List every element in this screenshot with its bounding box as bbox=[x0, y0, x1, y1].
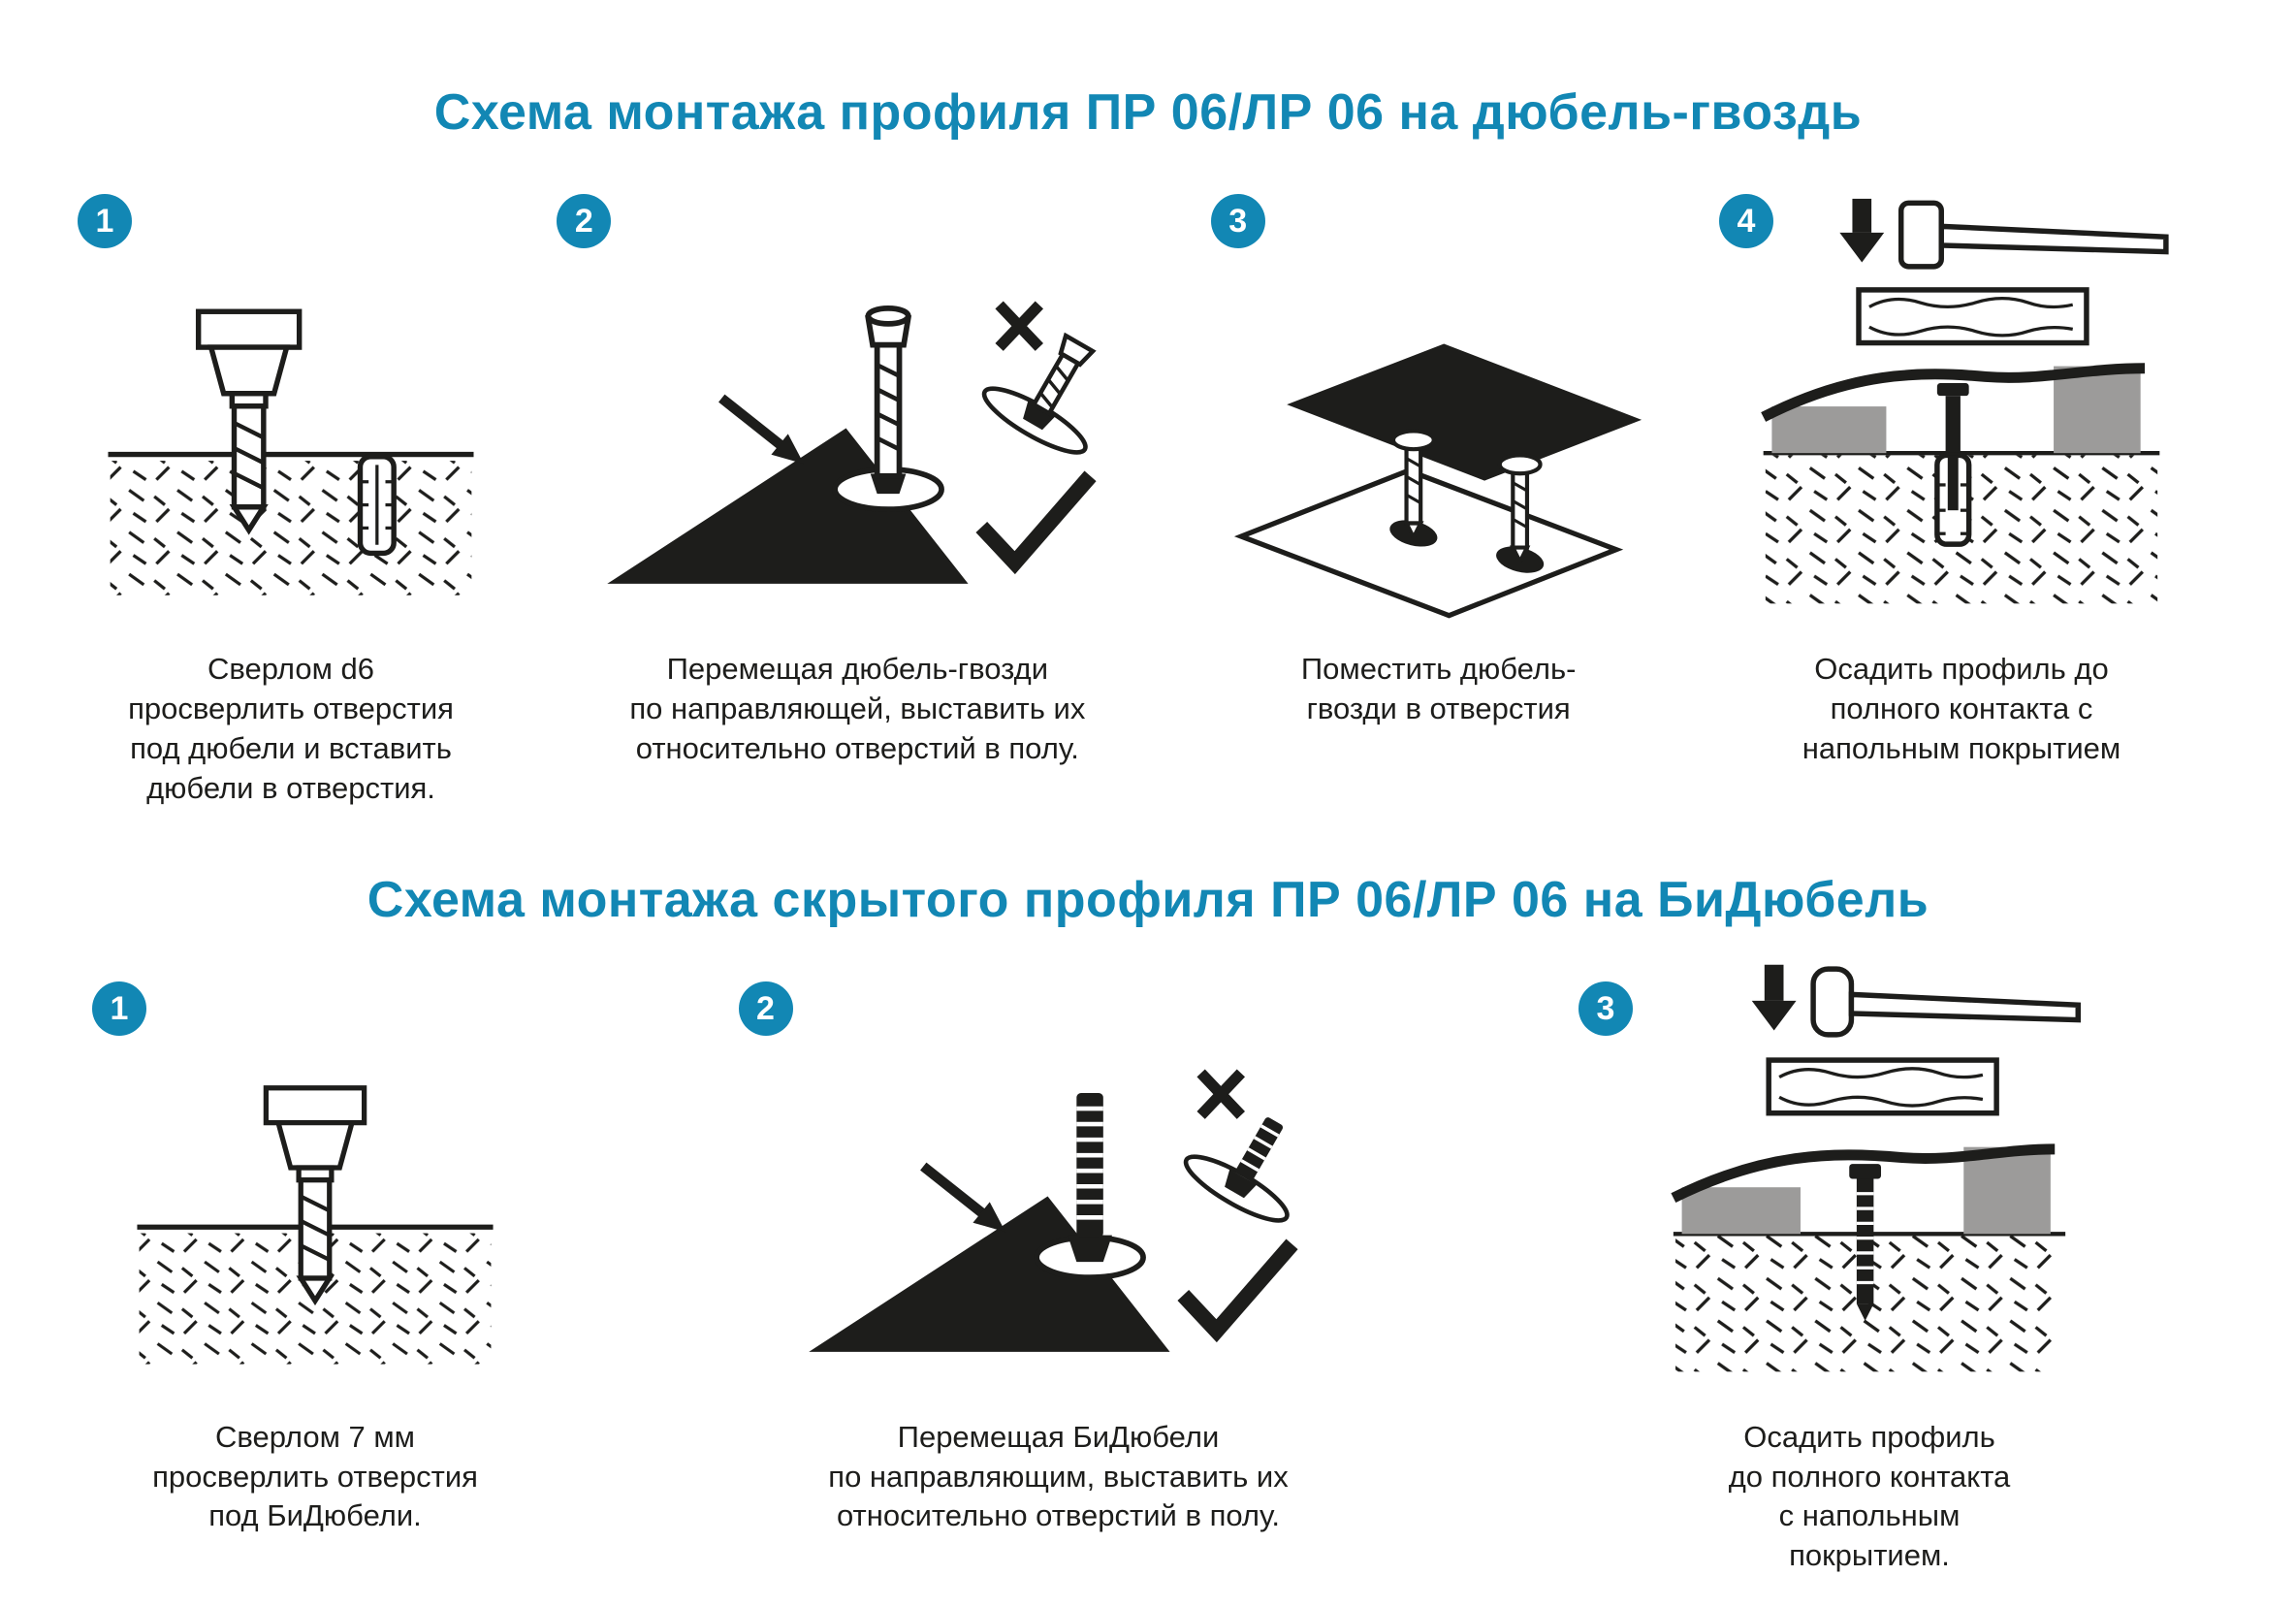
drill-icon bbox=[263, 1084, 367, 1305]
check-icon bbox=[1176, 1238, 1298, 1342]
profile-strip-icon bbox=[1286, 343, 1642, 481]
drill-icon bbox=[195, 308, 303, 535]
hammer-icon bbox=[1897, 200, 2169, 270]
dowel-icon bbox=[357, 454, 397, 557]
step-number-badge: 3 bbox=[1578, 981, 1633, 1036]
step-number-badge: 2 bbox=[557, 194, 612, 248]
section-title-dowel-nail: Схема монтажа профиля ПР 06/ЛР 06 на дюб… bbox=[433, 84, 1863, 141]
step-number: 3 bbox=[1596, 989, 1615, 1027]
illustration-profile-screw-alignment bbox=[557, 167, 1158, 623]
step-caption: Осадить профиль до полного контакта с на… bbox=[1802, 652, 2121, 765]
step-number-badge: 4 bbox=[1718, 194, 1773, 248]
step-number: 3 bbox=[1228, 203, 1248, 240]
step-1-drill-holes: 1 bbox=[78, 167, 504, 809]
step-number: 2 bbox=[574, 203, 593, 240]
profile-screw-alignment-drawing bbox=[607, 301, 1097, 584]
steps-row-dowel-nail: 1 bbox=[0, 167, 2296, 809]
wrong-tilted-screw-icon bbox=[982, 332, 1097, 455]
step-3-place-dowel-nails: 3 bbox=[1210, 167, 1667, 729]
illustration-profile-bidowel-alignment bbox=[739, 954, 1379, 1391]
step-2-align-bidowels: 2 bbox=[738, 954, 1379, 1537]
screw-icon bbox=[1497, 453, 1543, 566]
ground-hatch bbox=[110, 461, 472, 595]
step-caption: Сверлом 7 мм просверлить отверстия под Б… bbox=[152, 1419, 478, 1533]
screw-icon bbox=[1936, 383, 1969, 456]
profile-ramp-icon bbox=[808, 1196, 1170, 1352]
profile-ramp-icon bbox=[607, 428, 969, 584]
floor-covering-right bbox=[2054, 366, 2141, 454]
screw-icon bbox=[865, 305, 912, 479]
bidowel-stud-icon bbox=[1075, 1092, 1103, 1238]
step-caption: Сверлом d6 просверлить отверстия под дюб… bbox=[128, 652, 454, 805]
bidowel-stud-icon bbox=[1849, 1163, 1882, 1321]
wrong-tilted-stud-icon bbox=[1183, 1116, 1290, 1223]
section-title-bidowel: Схема монтажа скрытого профиля ПР 06/ЛР … bbox=[367, 871, 1929, 928]
wood-block-icon bbox=[1766, 1056, 1999, 1116]
step-number: 2 bbox=[756, 989, 775, 1027]
step-number-badge: 3 bbox=[1210, 194, 1265, 248]
check-icon bbox=[975, 470, 1097, 575]
section-bidowel: Схема монтажа скрытого профиля ПР 06/ЛР … bbox=[0, 809, 2296, 1577]
illustration-drill-only bbox=[92, 954, 538, 1391]
step-number: 1 bbox=[110, 989, 129, 1027]
arrow-down-icon bbox=[1751, 964, 1797, 1031]
step-number: 4 bbox=[1737, 203, 1756, 240]
illustration-screws-into-holes bbox=[1211, 167, 1667, 623]
step-number: 1 bbox=[95, 203, 114, 240]
step-caption: Перемещая дюбель-гвозди по направляющей,… bbox=[629, 652, 1086, 765]
profile-arch-icon bbox=[1761, 363, 2146, 422]
step-4-seat-profile: 4 bbox=[1718, 167, 2204, 769]
hammer-seat-profile-bidowel-drawing bbox=[1671, 964, 2081, 1371]
drill-only-drawing bbox=[137, 1084, 494, 1365]
hammer-icon bbox=[1810, 966, 2081, 1038]
wood-block-icon bbox=[1856, 287, 2089, 346]
pointer-arrow-icon bbox=[919, 1162, 1005, 1232]
step-caption: Осадить профиль до полного контакта с на… bbox=[1728, 1419, 2011, 1573]
illustration-hammer-seat-profile bbox=[1719, 167, 2204, 623]
illustration-hammer-seat-profile-bidowel bbox=[1578, 954, 2160, 1391]
screw-icon bbox=[1390, 429, 1436, 542]
step-caption: Перемещая БиДюбели по направляющим, выст… bbox=[828, 1419, 1289, 1533]
dowel-icon bbox=[1934, 452, 1972, 547]
step-1-drill-holes-bidowel: 1 bbox=[92, 954, 538, 1537]
illustration-drill-and-dowel bbox=[78, 167, 504, 623]
step-number-badge: 2 bbox=[738, 981, 793, 1036]
profile-bidowel-alignment-drawing bbox=[808, 1069, 1298, 1352]
step-caption: Поместить дюбель- гвозди в отверстия bbox=[1300, 652, 1577, 725]
x-icon bbox=[1196, 1069, 1245, 1119]
section-dowel-nail: Схема монтажа профиля ПР 06/ЛР 06 на дюб… bbox=[0, 84, 2296, 809]
screws-into-holes-drawing bbox=[1233, 343, 1642, 619]
step-2-align-dowel-nails: 2 bbox=[557, 167, 1158, 769]
profile-arch-icon bbox=[1671, 1143, 2056, 1203]
arrow-down-icon bbox=[1839, 198, 1885, 263]
clamp-icon bbox=[1067, 1235, 1112, 1262]
steps-row-bidowel: 1 bbox=[0, 954, 2296, 1577]
step-number-badge: 1 bbox=[92, 981, 146, 1036]
step-number-badge: 1 bbox=[78, 194, 132, 248]
pointer-arrow-icon bbox=[718, 394, 805, 465]
floor-covering-right bbox=[1963, 1146, 2051, 1234]
floor-covering-left bbox=[1771, 406, 1887, 454]
x-icon bbox=[995, 301, 1044, 351]
step-3-seat-profile-bidowel: 3 bbox=[1578, 954, 2160, 1577]
hammer-seat-profile-drawing bbox=[1761, 198, 2169, 604]
drill-and-dowel-drawing bbox=[108, 308, 474, 595]
floor-covering-left bbox=[1681, 1186, 1801, 1234]
